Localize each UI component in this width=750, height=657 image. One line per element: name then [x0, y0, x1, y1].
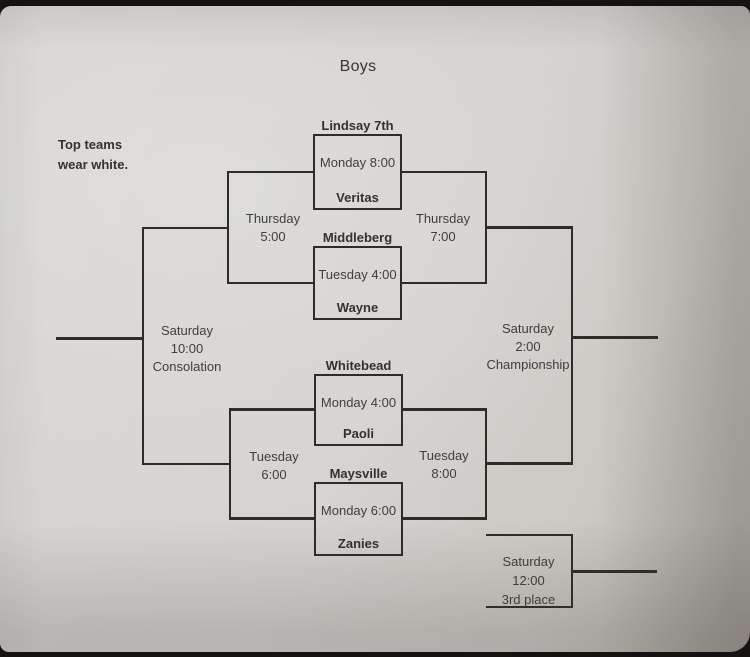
game-day: Thursday	[415, 211, 471, 226]
bracket-title: Boys	[339, 58, 377, 75]
tournament-bracket: Boys Top teams wear white.	[0, 6, 750, 652]
third-place-winner-line	[572, 570, 657, 573]
connector-line	[402, 408, 486, 411]
connector-line	[402, 517, 486, 520]
third-place-label: Saturday 12:00 3rd place	[486, 552, 571, 609]
game-day: Tuesday	[419, 448, 469, 463]
game-round: Consolation	[152, 359, 222, 374]
note: Top teams wear white.	[58, 135, 128, 174]
game-day: Tuesday	[249, 449, 299, 464]
connector-line	[227, 170, 314, 173]
game-label-lower-left: Tuesday 6:00	[228, 448, 320, 484]
game-time: Monday 4:00	[320, 395, 397, 410]
championship-winner-line	[571, 336, 658, 339]
connector-line	[142, 226, 228, 229]
game-time: 6:00	[261, 467, 287, 482]
connector-line	[229, 408, 315, 411]
connector-line	[401, 281, 486, 284]
game-time: Monday 8:00	[319, 155, 396, 170]
team-name: Lindsay 7th	[321, 118, 394, 133]
team-name: Paoli	[342, 426, 375, 441]
connector-line	[141, 226, 144, 465]
match-box-game3: Whitebead Monday 4:00 Paoli	[314, 358, 403, 446]
paper-sheet: Boys Top teams wear white.	[0, 6, 750, 652]
game-time: 10:00	[170, 341, 204, 356]
match-box-game4: Maysville Monday 6:00 Zanies	[314, 466, 403, 556]
connector-line	[485, 226, 573, 229]
connector-line	[485, 462, 573, 465]
team-name: Wayne	[336, 300, 379, 315]
game-round: 3rd place	[501, 592, 556, 607]
connector-line	[227, 281, 314, 284]
game-round: Championship	[486, 357, 570, 372]
connector-line	[401, 170, 486, 173]
game-day: Thursday	[245, 211, 301, 226]
championship-label: Saturday 2:00 Championship	[472, 320, 584, 374]
game-time: Saturday 12:00	[502, 554, 555, 588]
match-box-game2: Middleberg Tuesday 4:00 Wayne	[313, 230, 402, 320]
third-place-box: Saturday 12:00 3rd place	[486, 534, 573, 608]
match-box-game1: Lindsay 7th Monday 8:00 Veritas	[313, 118, 402, 210]
consolation-label: Saturday 10:00 Consolation	[131, 322, 243, 376]
connector-line	[229, 517, 315, 520]
game-time: Tuesday 4:00	[318, 267, 397, 282]
game-time: Monday 6:00	[320, 503, 397, 518]
connector-line	[142, 462, 230, 465]
note-line-1: Top teams	[58, 137, 123, 152]
game-label-upper-left: Thursday 5:00	[227, 210, 319, 246]
game-time: 5:00	[260, 229, 286, 244]
game-time: 2:00	[515, 339, 541, 354]
game-day: Saturday	[501, 321, 555, 336]
game-label-lower-right: Tuesday 8:00	[398, 447, 490, 483]
game-time: 8:00	[431, 466, 457, 481]
team-name: Zanies	[337, 536, 380, 551]
note-line-2: wear white.	[58, 156, 129, 172]
consolation-winner-line	[56, 337, 144, 340]
connector-line	[570, 226, 573, 465]
team-name: Veritas	[336, 190, 379, 205]
game-day: Saturday	[160, 323, 214, 338]
game-label-upper-right: Thursday 7:00	[397, 210, 489, 246]
team-name: Middleberg	[322, 230, 393, 245]
game-time: 7:00	[430, 229, 456, 244]
team-name: Maysville	[329, 466, 388, 481]
team-name: Whitebead	[325, 358, 392, 373]
